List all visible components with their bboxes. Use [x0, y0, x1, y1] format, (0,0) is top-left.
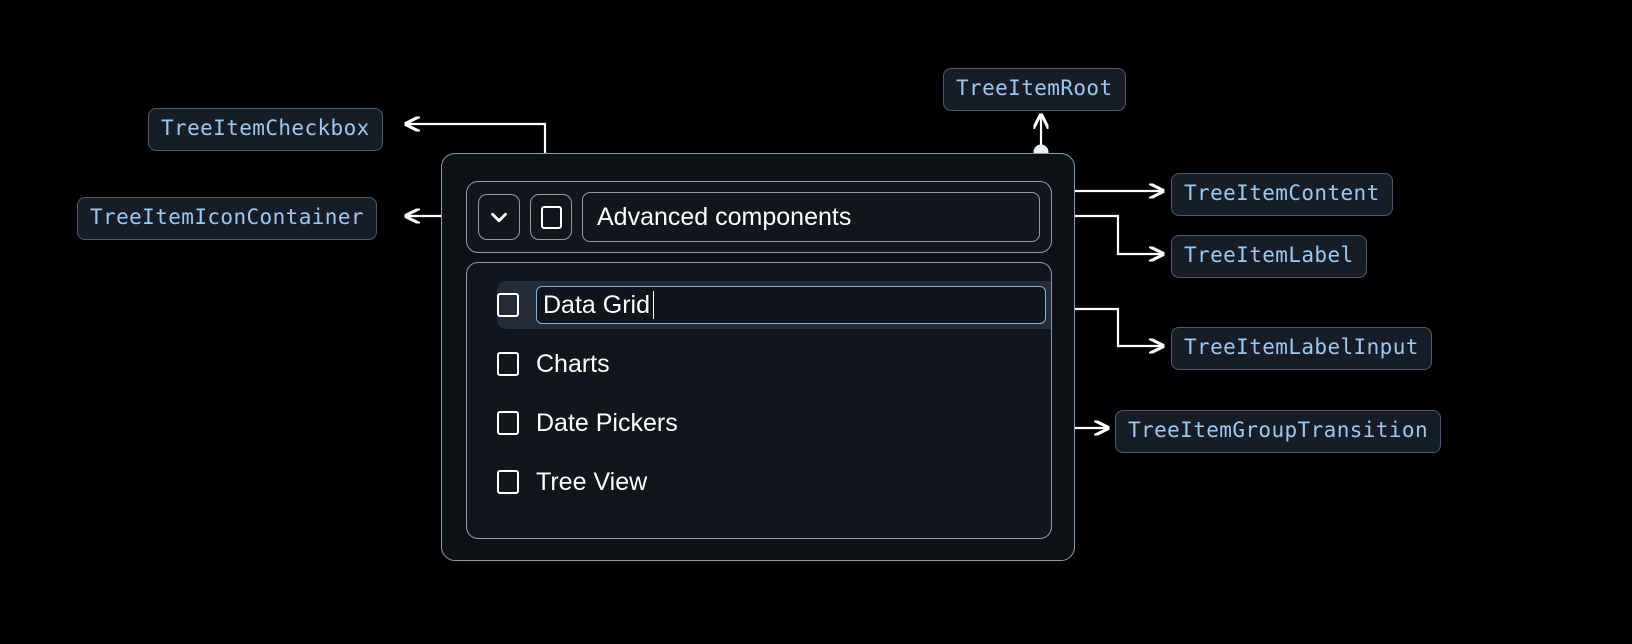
chevron-down-icon: [491, 212, 507, 223]
annotation-chip-tree-item-root: TreeItemRoot: [943, 68, 1126, 111]
annotation-chip-tree-item-icon-container: TreeItemIconContainer: [77, 197, 377, 240]
tree-item-row-date-pickers[interactable]: Date Pickers: [497, 399, 1051, 447]
tree-item-root[interactable]: Advanced components Data Grid Charts Dat…: [441, 153, 1075, 561]
annotation-chip-tree-item-content: TreeItemContent: [1171, 173, 1393, 216]
tree-item-row-data-grid[interactable]: Data Grid: [497, 281, 1051, 329]
annotation-chip-tree-item-label-input: TreeItemLabelInput: [1171, 327, 1432, 370]
text-caret: [652, 291, 655, 319]
tree-item-label-text: Tree View: [536, 467, 648, 496]
tree-item-row-tree-view[interactable]: Tree View: [497, 458, 1051, 506]
tree-item-group-transition: Data Grid Charts Date Pickers Tree View: [466, 262, 1052, 539]
tree-item-label-text: Date Pickers: [536, 408, 678, 437]
tree-item-icon-container[interactable]: [478, 194, 520, 240]
tree-item-label-text: Charts: [536, 349, 610, 378]
tree-item-label-text: Advanced components: [597, 202, 852, 231]
tree-item-label-input[interactable]: Data Grid: [536, 286, 1046, 324]
checkbox-unchecked-icon[interactable]: [497, 293, 519, 317]
checkbox-unchecked-icon: [540, 205, 562, 229]
checkbox-unchecked-icon[interactable]: [497, 352, 519, 376]
annotation-chip-tree-item-group-transition: TreeItemGroupTransition: [1115, 410, 1441, 453]
checkbox-unchecked-icon[interactable]: [497, 411, 519, 435]
annotation-chip-tree-item-checkbox: TreeItemCheckbox: [148, 108, 383, 151]
checkbox-unchecked-icon[interactable]: [497, 470, 519, 494]
annotation-chip-tree-item-label: TreeItemLabel: [1171, 235, 1367, 278]
tree-item-row-charts[interactable]: Charts: [497, 340, 1051, 388]
tree-item-checkbox[interactable]: [530, 194, 572, 240]
tree-item-label[interactable]: Advanced components: [582, 192, 1040, 242]
tree-item-label-input-value: Data Grid: [543, 290, 650, 319]
tree-item-content[interactable]: Advanced components: [466, 181, 1052, 253]
